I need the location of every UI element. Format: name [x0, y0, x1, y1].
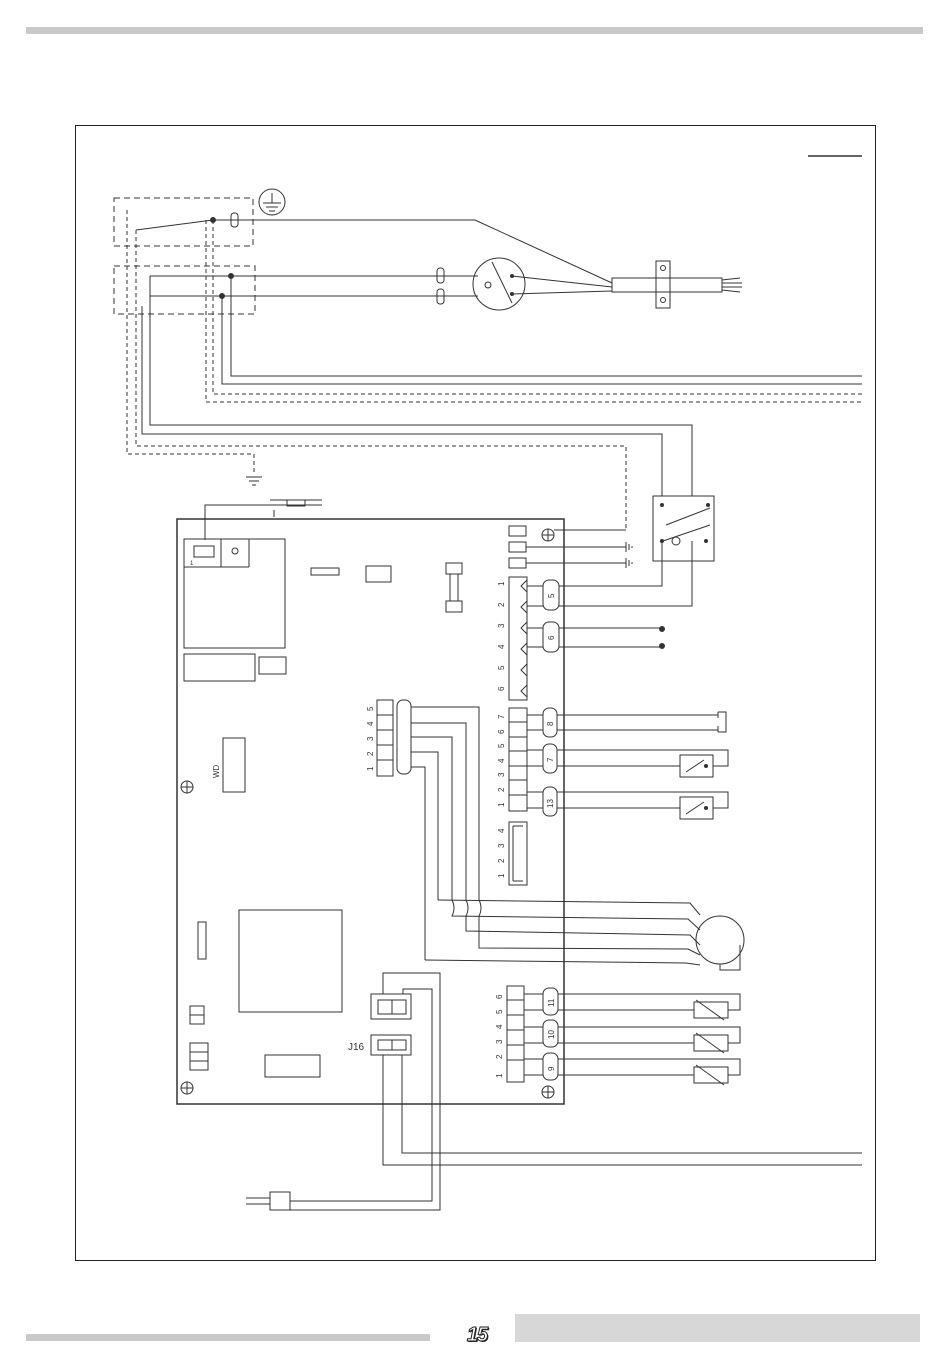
svg-text:3: 3 — [497, 772, 506, 777]
svg-text:5: 5 — [495, 1009, 504, 1014]
microcontroller-chip — [239, 910, 342, 1012]
ground-symbol-icon — [246, 477, 262, 485]
svg-text:6: 6 — [497, 686, 506, 691]
earth-connector — [509, 558, 526, 568]
connector-aux — [509, 822, 527, 885]
board-component — [198, 922, 206, 959]
svg-text:4: 4 — [497, 828, 506, 833]
svg-text:3: 3 — [497, 843, 506, 848]
svg-text:6: 6 — [495, 994, 504, 999]
svg-text:4: 4 — [497, 758, 506, 763]
svg-text:8: 8 — [546, 721, 555, 726]
watchdog-chip — [223, 738, 245, 792]
svg-text:WD: WD — [212, 764, 221, 778]
svg-text:3: 3 — [366, 736, 375, 741]
svg-text:5: 5 — [366, 706, 375, 711]
svg-text:9: 9 — [547, 1066, 556, 1071]
board-component — [311, 568, 339, 575]
connector-fan-header — [377, 700, 393, 776]
connector-pin-numbers: 7 6 5 4 3 2 1 — [497, 714, 506, 807]
svg-text:6: 6 — [497, 729, 506, 734]
svg-text:2: 2 — [497, 858, 506, 863]
connector-pin-numbers: 4 3 2 1 — [497, 828, 506, 878]
ntc-sensor-icon — [694, 1065, 728, 1085]
svg-text:7: 7 — [497, 714, 506, 719]
svg-text:5: 5 — [547, 593, 556, 598]
mounting-hole-icon — [542, 1086, 554, 1098]
svg-text:2: 2 — [495, 1054, 504, 1059]
earth-connector — [509, 526, 526, 536]
ntc-sensor-icon — [694, 1033, 728, 1053]
board-component — [366, 566, 391, 582]
connector-sensors — [509, 708, 527, 811]
ground-symbol-icon — [626, 542, 632, 568]
earth-symbol-icon — [259, 189, 285, 215]
svg-text:3: 3 — [497, 623, 506, 628]
connector-pin-numbers: 6 5 4 3 2 1 — [495, 994, 504, 1078]
svg-text:5: 5 — [497, 743, 506, 748]
jumper-block — [371, 994, 411, 1019]
svg-text:1: 1 — [497, 581, 506, 586]
ntc-sensor-icon — [694, 1000, 728, 1020]
board-fuse-icon — [446, 563, 462, 612]
svg-text:4: 4 — [366, 721, 375, 726]
relay-block — [184, 539, 285, 648]
svg-text:1: 1 — [495, 1073, 504, 1078]
mounting-hole-icon — [181, 1082, 193, 1094]
fan-icon — [696, 916, 744, 970]
jumper-label: J16 — [348, 1042, 365, 1053]
ntc-probe-icon — [246, 1192, 290, 1210]
board-component — [184, 654, 255, 681]
svg-text:2: 2 — [366, 751, 375, 756]
svg-text:5: 5 — [497, 665, 506, 670]
supply-terminal-box — [114, 266, 255, 314]
power-cable-icon — [612, 261, 742, 308]
dip-switch — [190, 1043, 208, 1070]
connector-pin-numbers: 5 4 3 2 1 — [366, 706, 375, 771]
svg-text:2: 2 — [497, 602, 506, 607]
svg-text:3: 3 — [495, 1039, 504, 1044]
connector-pin-numbers: 1 2 3 4 5 6 — [497, 581, 506, 691]
svg-text:6: 6 — [547, 635, 556, 640]
svg-text:10: 10 — [547, 1030, 556, 1039]
svg-text:2: 2 — [497, 787, 506, 792]
pressure-switch-icon — [680, 755, 713, 777]
svg-text:11: 11 — [547, 998, 556, 1007]
svg-text:4: 4 — [497, 644, 506, 649]
flow-switch-icon — [680, 797, 713, 819]
svg-text:1: 1 — [497, 802, 506, 807]
mounting-hole-icon — [181, 781, 193, 793]
svg-text:4: 4 — [495, 1024, 504, 1029]
svg-text:7: 7 — [546, 757, 555, 762]
board-component — [265, 1055, 320, 1077]
svg-text:13: 13 — [546, 799, 555, 808]
svg-text:1: 1 — [366, 766, 375, 771]
earth-terminal-box — [114, 198, 253, 246]
svg-text:1: 1 — [497, 873, 506, 878]
earth-connector — [509, 542, 526, 552]
limit-thermostat-icon — [718, 712, 726, 732]
relay-pin-label: 1 — [190, 561, 194, 567]
connector-supply — [509, 577, 527, 700]
mounting-hole-icon — [542, 529, 554, 541]
main-switch-icon — [473, 258, 525, 310]
board-component — [259, 657, 286, 674]
plug-9 — [543, 1053, 558, 1080]
jumper-j16[interactable] — [371, 1035, 411, 1055]
